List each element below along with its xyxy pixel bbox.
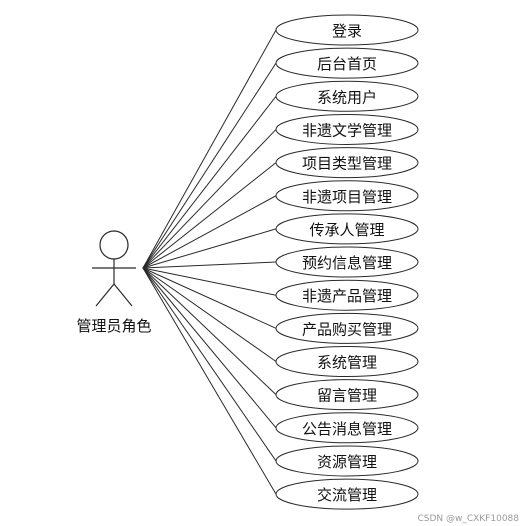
use-case: 非遗产品管理 — [275, 279, 419, 311]
association-line — [142, 267, 277, 329]
use-case: 非遗文学管理 — [275, 113, 419, 145]
watermark: CSDN @w_CXKF10088 — [417, 514, 519, 524]
use-case-ellipse — [275, 312, 419, 344]
use-case-label: 交流管理 — [317, 486, 377, 504]
association-line — [142, 95, 277, 269]
use-case-ellipse — [275, 445, 419, 477]
use-case-ellipse — [275, 213, 419, 245]
use-case: 非遗项目管理 — [275, 180, 419, 212]
association-line — [142, 267, 277, 396]
use-case-label: 系统管理 — [317, 354, 377, 372]
use-case: 系统用户 — [275, 80, 419, 112]
use-case-ellipse — [275, 346, 419, 377]
use-case-label: 非遗产品管理 — [302, 287, 392, 305]
use-case: 交流管理 — [275, 478, 419, 510]
use-case-ellipse — [275, 246, 419, 278]
use-case-label: 公告消息管理 — [302, 420, 392, 438]
use-case: 项目类型管理 — [275, 147, 419, 179]
association-line — [142, 267, 277, 429]
use-case-label: 预约信息管理 — [302, 254, 392, 272]
use-case-label: 非遗文学管理 — [302, 121, 392, 139]
association-line — [142, 267, 277, 362]
actor-head — [99, 230, 129, 260]
use-cases: 登录后台首页系统用户非遗文学管理项目类型管理非遗项目管理传承人管理预约信息管理非… — [275, 14, 419, 510]
use-case: 预约信息管理 — [275, 246, 419, 278]
use-case-label: 非遗项目管理 — [302, 188, 392, 206]
association-lines — [142, 29, 277, 495]
association-line — [142, 29, 277, 269]
use-case-label: 留言管理 — [317, 387, 377, 405]
use-case-ellipse — [275, 113, 419, 145]
use-case-label: 后台首页 — [317, 55, 377, 73]
association-line — [142, 228, 277, 269]
use-case: 传承人管理 — [275, 213, 419, 245]
use-case-ellipse — [275, 478, 419, 510]
association-line — [142, 129, 277, 269]
association-line — [142, 261, 277, 269]
association-line — [142, 195, 277, 269]
use-case: 留言管理 — [275, 379, 419, 411]
actor-left-leg — [95, 283, 115, 307]
use-case-label: 登录 — [332, 22, 362, 40]
use-case-ellipse — [275, 14, 419, 46]
actor: 管理员角色 — [76, 230, 152, 335]
use-case: 公告消息管理 — [275, 412, 419, 444]
use-case-ellipse — [275, 279, 419, 311]
use-case-label: 资源管理 — [317, 453, 377, 471]
use-case-label: 项目类型管理 — [302, 155, 392, 173]
use-case: 产品购买管理 — [275, 312, 419, 344]
use-case: 登录 — [275, 14, 419, 46]
association-line — [142, 267, 277, 495]
use-case-ellipse — [275, 80, 419, 112]
use-case: 后台首页 — [275, 47, 419, 79]
use-case-label: 产品购买管理 — [302, 320, 392, 338]
actor-right-leg — [113, 283, 133, 307]
association-line — [142, 267, 277, 462]
use-case-ellipse — [275, 379, 419, 411]
use-case: 资源管理 — [275, 445, 419, 477]
association-line — [142, 267, 277, 296]
use-case-ellipse — [275, 180, 419, 212]
use-case-ellipse — [275, 412, 419, 444]
use-case-ellipse — [275, 47, 419, 79]
use-case: 系统管理 — [275, 346, 419, 377]
actor-label: 管理员角色 — [76, 317, 151, 335]
use-case-label: 传承人管理 — [309, 221, 384, 239]
association-line — [142, 62, 277, 269]
use-case-ellipse — [275, 147, 419, 179]
use-case-label: 系统用户 — [317, 88, 377, 106]
association-line — [142, 162, 277, 269]
